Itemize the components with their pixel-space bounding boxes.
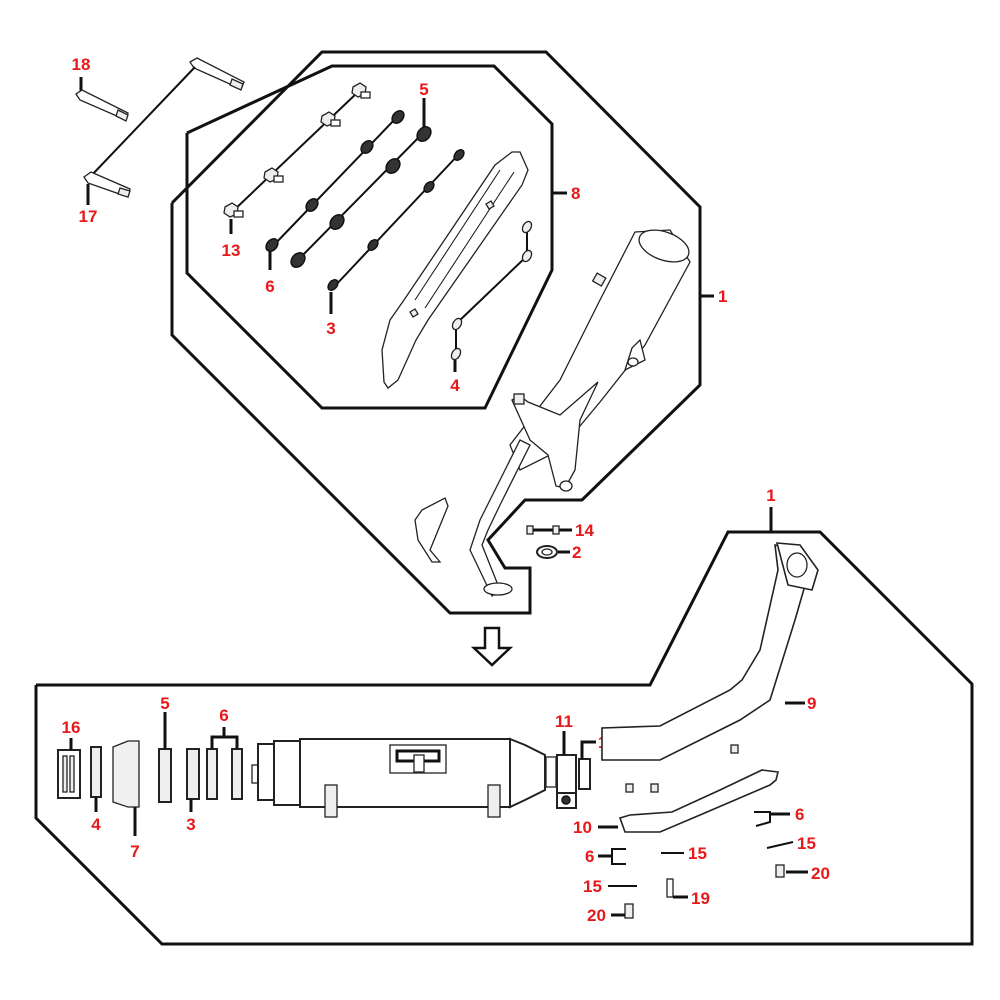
down-arrow-icon: [470, 626, 514, 667]
bolt-18: [75, 77, 129, 122]
washers-6: [265, 109, 405, 270]
label-4-bottom: 4: [91, 815, 101, 834]
frame-heat-shield-kit: [185, 64, 554, 410]
label-6-bottom: 6: [219, 706, 228, 725]
label-8: 8: [571, 184, 580, 203]
heat-shield: [381, 151, 529, 389]
label-3-bottom: 3: [186, 815, 195, 834]
rings-6-pair: [206, 727, 243, 800]
washers-3: [327, 148, 465, 314]
bolt-20-right: [775, 864, 808, 878]
label-18: 18: [72, 55, 91, 74]
bolts-13: [223, 82, 371, 234]
label-9: 9: [807, 694, 816, 713]
muffler-assembled: [414, 229, 691, 597]
frame-muffler-assembly: [170, 50, 702, 615]
frame-exhaust-assembly: [34, 530, 974, 946]
label-5-bottom: 5: [160, 694, 169, 713]
bolt-19: [666, 878, 688, 899]
label-20-lower: 20: [587, 906, 606, 925]
label-14: 14: [575, 521, 594, 540]
gasket-2: [536, 545, 570, 559]
ring-3: [186, 748, 200, 812]
washers-4: [450, 220, 533, 372]
label-2: 2: [572, 543, 581, 562]
clip-6-lower: [598, 848, 626, 865]
label-5-inner: 5: [419, 80, 428, 99]
washers-5: [290, 98, 432, 268]
bolt-20-lower: [611, 903, 634, 919]
ring-4: [90, 746, 102, 812]
label-19: 19: [691, 889, 710, 908]
label-7: 7: [130, 842, 139, 861]
label-13: 13: [222, 241, 241, 260]
label-17: 17: [79, 207, 98, 226]
label-15-right: 15: [797, 834, 816, 853]
pipe-10: [598, 769, 779, 833]
muffler-body: [251, 737, 546, 818]
label-1-bottom: 1: [766, 486, 775, 505]
clamp-11: [545, 731, 577, 809]
label-16: 16: [62, 718, 81, 737]
pin-15-right: [766, 841, 794, 849]
gasket-12: [578, 740, 596, 790]
label-4-inner: 4: [450, 376, 460, 395]
label-10: 10: [573, 818, 592, 837]
label-6-lower: 6: [585, 847, 594, 866]
pipe-9: [601, 542, 819, 793]
label-6-right: 6: [795, 805, 804, 824]
label-20-right: 20: [811, 864, 830, 883]
packing-7: [112, 740, 140, 836]
clip-6-right: [754, 811, 790, 827]
label-15-lower-a: 15: [688, 844, 707, 863]
label-3-inner: 3: [326, 319, 335, 338]
label-6-inner: 6: [265, 277, 274, 296]
label-11: 11: [555, 712, 573, 731]
ring-5: [158, 712, 172, 803]
bolt-connected-pair: [83, 57, 245, 205]
end-cap-16: [57, 738, 81, 799]
bolts-14: [526, 525, 572, 535]
label-15-lower-b: 15: [583, 877, 602, 896]
label-1-top: 1: [718, 287, 727, 306]
